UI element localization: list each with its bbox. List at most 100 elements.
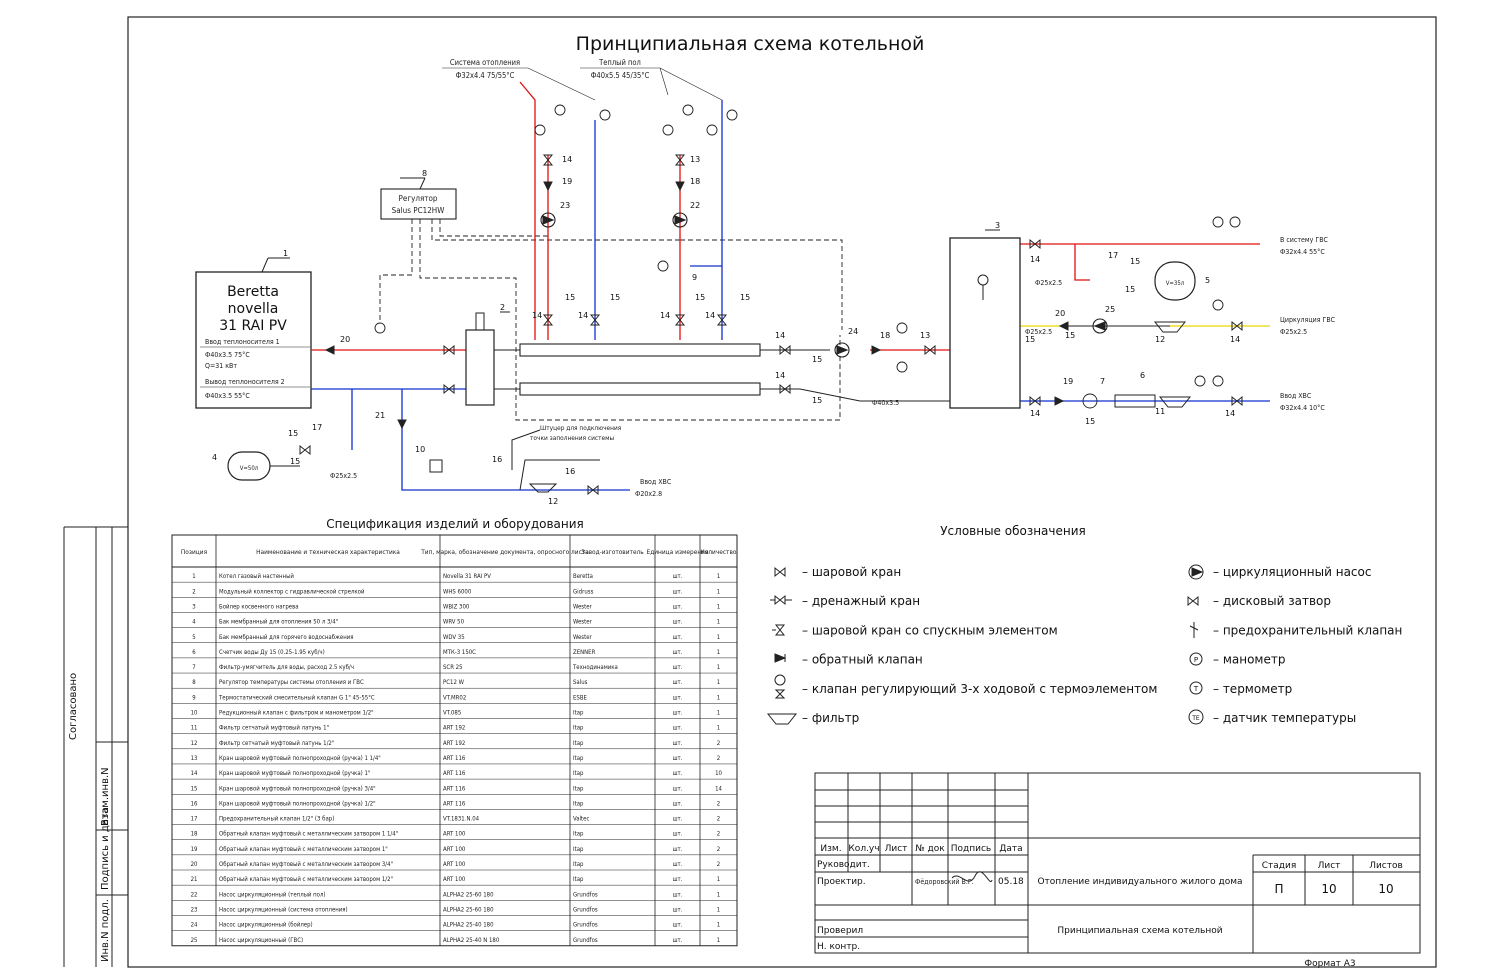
spec-cell: ESBE [573,694,588,701]
spec-cell: ZENNER [573,649,596,656]
spec-cell: Кран шаровой муфтовый полнопроходной (ру… [219,770,370,777]
spec-cell: 2 [717,740,720,747]
spec-cell: МТК-3 150С [443,649,476,656]
title-block [814,772,1421,954]
svg-text:15: 15 [610,293,620,302]
spec-cell: ALPHA2 25-40 N 180 [443,937,500,944]
legend-item-left: – дренажный кран [802,594,920,608]
label-circ: Циркуляция ГВС [1280,316,1336,324]
filters [429,321,1192,493]
spec-cell: Котел газовый настенный [219,573,294,580]
spec-cell: шт. [673,861,683,868]
spec-cell: Регулятор температуры системы отопления … [219,679,364,686]
spec-cell: 1 [717,573,720,580]
spec-cell: 2 [717,831,720,838]
spec-cell: шт. [673,770,683,777]
label-hot-sub: Ф32х4.4 55°C [1280,248,1325,256]
spec-cell: шт. [673,800,683,807]
ball-valves [299,154,1243,496]
stamp-h-list: Лист [885,844,908,854]
spec-cell: 17 [191,816,198,823]
spec-cell: Насос циркуляционный (система отопления) [219,906,348,913]
stamp-h-sheets: Листов [1369,861,1403,871]
label-pipe40: Ф40х3.5 [872,399,899,407]
spec-cell: Itap [573,846,584,853]
spec-cell: Насос циркуляционный (теплый пол) [219,891,326,898]
spec-cell: шт. [673,603,683,610]
svg-text:25: 25 [1105,305,1115,314]
boiler: 1 Beretta novella 31 RAI PV Ввод теплоно… [195,249,312,409]
spec-cell: Термостатический смесительный клапан G 1… [218,694,375,701]
spec-cell: VT.MR02 [443,694,466,701]
signature [951,871,993,883]
boiler-tank: 3 [949,221,1021,409]
side-stamp: Согласовано Взам.инв.N Подпись и дата Ин… [63,526,128,967]
svg-text:14: 14 [705,311,715,320]
spec-header-5: Количество [701,548,737,556]
spec-cell: Кран шаровой муфтовый полнопроходной (ру… [219,800,376,807]
spec-cell: Itap [573,755,584,762]
svg-text:11: 11 [1155,407,1165,416]
spec-cell: шт. [673,619,683,626]
spec-cell: 1 [717,876,720,883]
spec-cell: 1 [717,619,720,626]
boiler-out1: Ввод теплоносителя 1 [205,338,280,346]
exp-vol: V=50л [240,465,259,472]
spec-header-2: Тип, марка, обозначение документа, опрос… [420,548,589,556]
spec-cell: шт. [673,816,683,823]
svg-text:21: 21 [375,411,385,420]
svg-text:14: 14 [775,331,785,340]
spec-cell: 7 [192,664,195,671]
boiler-out1-sub: Ф40х3.5 75°C [205,351,250,359]
spec-cell: шт. [673,755,683,762]
svg-text:15: 15 [812,396,822,405]
collector: 2 [465,303,761,406]
spec-cell: 1 [717,906,720,913]
stamp-h-sheet: Лист [1318,861,1341,871]
spec-cell: шт. [673,679,683,686]
legend-symbols [766,564,1204,725]
spec-cell: 21 [191,876,198,883]
legend-item-left: – обратный клапан [802,653,923,667]
spec-cell: шт. [673,906,683,913]
legend-item-right: – манометр [1213,653,1285,667]
label-water: Ввод ХВС [640,478,672,486]
spec-cell: ALPHA2 25-60 180 [443,906,494,913]
svg-text:14: 14 [660,311,670,320]
spec-cell: 12 [191,740,198,747]
legend-title: Условные обозначения [940,524,1086,538]
stamp-h-sign: Подпись [951,844,991,854]
svg-text:12: 12 [548,497,558,506]
spec-cell: Beretta [573,573,593,580]
spec-cell: шт. [673,846,683,853]
spec-cell: 1 [192,573,195,580]
svg-text:V=35л: V=35л [1166,280,1185,287]
spec-cell: WBIZ 300 [443,603,470,610]
stamp-h-date: Дата [999,844,1022,854]
spec-cell: шт. [673,588,683,595]
side-label-inv: Инв.N подл. [100,899,111,962]
svg-text:15: 15 [1125,285,1135,294]
spec-cell: 2 [717,755,720,762]
svg-text:10: 10 [415,445,425,454]
spec-cell: 1 [717,937,720,944]
spec-cell: шт. [673,831,683,838]
spec-cell: Бойлер косвенного нагрева [219,603,299,610]
svg-text:19: 19 [562,177,572,186]
spec-cell: 11 [191,725,198,732]
stamp-stage: П [1274,882,1283,896]
label-drain: Штуцер для подключения [540,424,622,432]
stamp-sheets: 10 [1378,882,1393,896]
regulator-pos: 8 [422,169,427,178]
black-pipes [511,325,1170,491]
legend-right: – циркуляционный насос– дисковый затвор–… [1213,565,1402,725]
spec-cell: ART 116 [443,785,466,792]
label-exp: Ф25х2.5 [330,472,357,480]
svg-text:20: 20 [1055,309,1065,318]
svg-text:18: 18 [690,177,700,186]
spec-cell: ART 192 [443,725,465,732]
spec-cell: Novella 31 RAI PV [443,573,491,580]
legend-item-left: – шаровой кран [802,565,901,579]
